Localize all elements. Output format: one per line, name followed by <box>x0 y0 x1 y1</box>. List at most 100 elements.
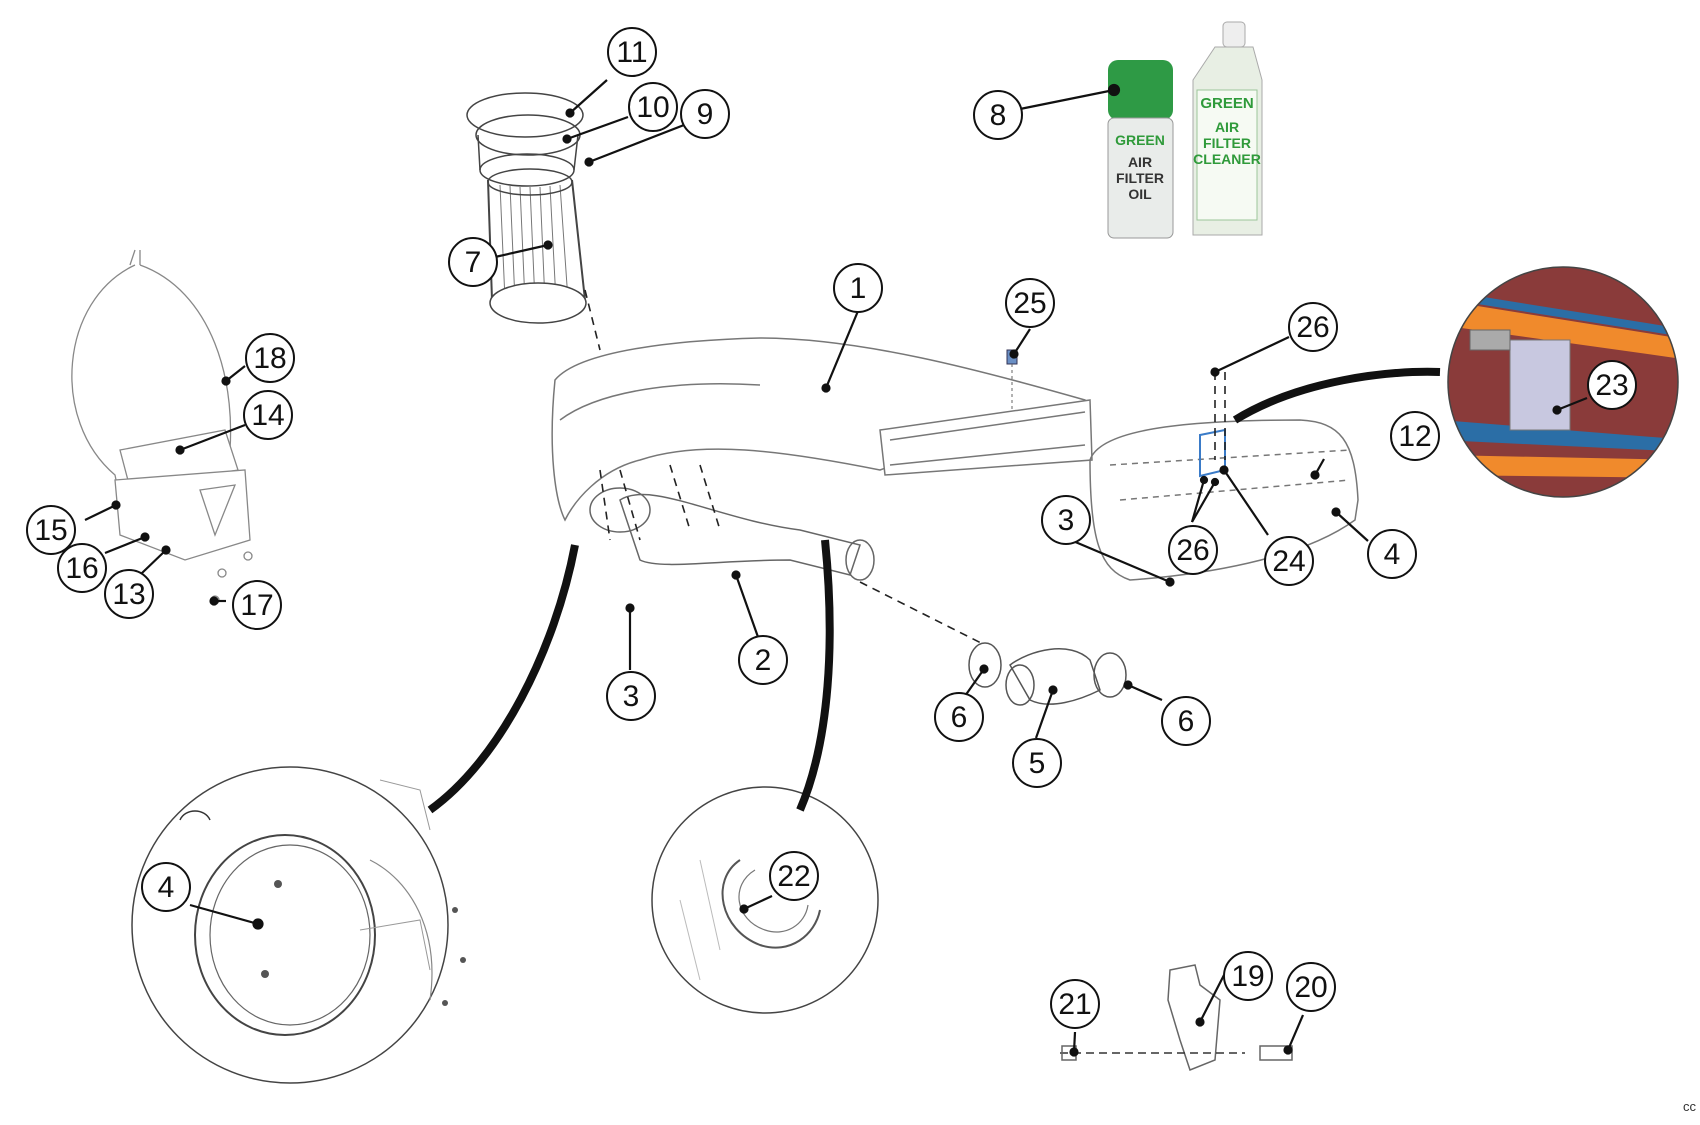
cleaner-line1: AIR <box>1215 119 1239 135</box>
callout-number: 20 <box>1294 971 1327 1004</box>
callout-16: 16 <box>57 543 107 593</box>
callout-3: 3 <box>1041 495 1091 545</box>
callout-circle <box>1012 738 1062 788</box>
callout-9: 9 <box>680 89 730 139</box>
callout-circle <box>1161 696 1211 746</box>
callout-number: 2 <box>755 644 772 677</box>
callout-circle <box>1288 302 1338 352</box>
callout-circle <box>141 862 191 912</box>
callout-circle <box>1367 529 1417 579</box>
callout-1: 1 <box>833 263 883 313</box>
callout-12: 12 <box>1390 411 1440 461</box>
callout-number: 26 <box>1176 534 1209 567</box>
callout-number: 1 <box>850 272 867 305</box>
detail-connectors <box>427 367 1441 814</box>
callout-11: 11 <box>607 27 657 77</box>
callout-4: 4 <box>1367 529 1417 579</box>
cone-filter-assembly <box>466 92 587 324</box>
callout-13: 13 <box>104 569 154 619</box>
callout-circle <box>232 580 282 630</box>
callout-circle <box>973 90 1023 140</box>
callout-circle <box>26 505 76 555</box>
oil-can-line2: FILTER <box>1116 170 1164 186</box>
callout-number: 21 <box>1058 988 1091 1021</box>
callout-circle <box>448 237 498 287</box>
corner-mark: cc <box>1683 1099 1696 1114</box>
callout-circle <box>628 82 678 132</box>
callout-18: 18 <box>245 333 295 383</box>
callout-20: 20 <box>1286 962 1336 1012</box>
callout-number: 17 <box>240 589 273 622</box>
callout-circle <box>769 851 819 901</box>
callout-circle <box>1264 536 1314 586</box>
callout-26: 26 <box>1288 302 1338 352</box>
callout-26: 26 <box>1168 525 1218 575</box>
callout-7: 7 <box>448 237 498 287</box>
callout-21: 21 <box>1050 979 1100 1029</box>
callout-circle <box>833 263 883 313</box>
air-filter-cleaner-bottle: GREEN AIR FILTER CLEANER <box>1192 21 1263 236</box>
callout-circle <box>1041 495 1091 545</box>
callout-number: 23 <box>1595 369 1628 402</box>
callout-circle <box>245 333 295 383</box>
callout-number: 24 <box>1272 545 1305 578</box>
callout-number: 10 <box>636 91 669 124</box>
elbow-hose <box>589 487 875 581</box>
callout-4: 4 <box>141 862 191 912</box>
callout-number: 19 <box>1231 960 1264 993</box>
callout-circle <box>1587 360 1637 410</box>
callout-circle <box>934 692 984 742</box>
callout-circle <box>738 635 788 685</box>
callout-8: 8 <box>973 90 1023 140</box>
callout-number: 26 <box>1296 311 1329 344</box>
callout-22: 22 <box>769 851 819 901</box>
callout-number: 16 <box>65 552 98 585</box>
callout-number: 6 <box>951 701 968 734</box>
callout-circle <box>243 390 293 440</box>
callout-number: 25 <box>1013 287 1046 320</box>
callout-circle <box>1223 951 1273 1001</box>
sensor-assembly <box>1060 964 1293 1071</box>
callout-number: 13 <box>112 578 145 611</box>
leader-lines <box>84 79 1588 1057</box>
callout-number: 7 <box>465 246 482 279</box>
intake-duct <box>551 337 1093 522</box>
callout-number: 9 <box>697 98 714 131</box>
callout-circle <box>104 569 154 619</box>
callout-10: 10 <box>628 82 678 132</box>
callout-6: 6 <box>1161 696 1211 746</box>
callout-number: 8 <box>990 99 1007 132</box>
air-filter-oil-can: GREEN AIR FILTER OIL <box>1107 60 1174 239</box>
callout-24: 24 <box>1264 536 1314 586</box>
callout-23: 23 <box>1587 360 1637 410</box>
callout-number: 6 <box>1178 705 1195 738</box>
callout-15: 15 <box>26 505 76 555</box>
callout-17: 17 <box>232 580 282 630</box>
callout-6: 6 <box>934 692 984 742</box>
airbox-housing <box>1089 419 1359 581</box>
callout-number: 3 <box>1058 504 1075 537</box>
callout-number: 11 <box>616 36 647 69</box>
callout-5: 5 <box>1012 738 1062 788</box>
callout-circle <box>1286 962 1336 1012</box>
callout-circle <box>680 89 730 139</box>
callout-number: 5 <box>1029 747 1046 780</box>
detail-circle-23 <box>1447 266 1679 498</box>
callout-3: 3 <box>606 671 656 721</box>
callout-circle <box>57 543 107 593</box>
oil-can-line1: AIR <box>1128 154 1152 170</box>
callout-circle <box>1390 411 1440 461</box>
callout-number: 4 <box>1384 538 1401 571</box>
callout-circle <box>1168 525 1218 575</box>
cleaner-line3: CLEANER <box>1193 151 1261 167</box>
callout-25: 25 <box>1005 278 1055 328</box>
assembly-dash-lines <box>584 289 1226 646</box>
callout-circle <box>606 671 656 721</box>
callout-number: 22 <box>777 860 810 893</box>
callout-number: 14 <box>251 399 284 432</box>
callout-number: 12 <box>1398 420 1431 453</box>
callout-number: 15 <box>34 514 67 547</box>
callout-circle <box>1005 278 1055 328</box>
